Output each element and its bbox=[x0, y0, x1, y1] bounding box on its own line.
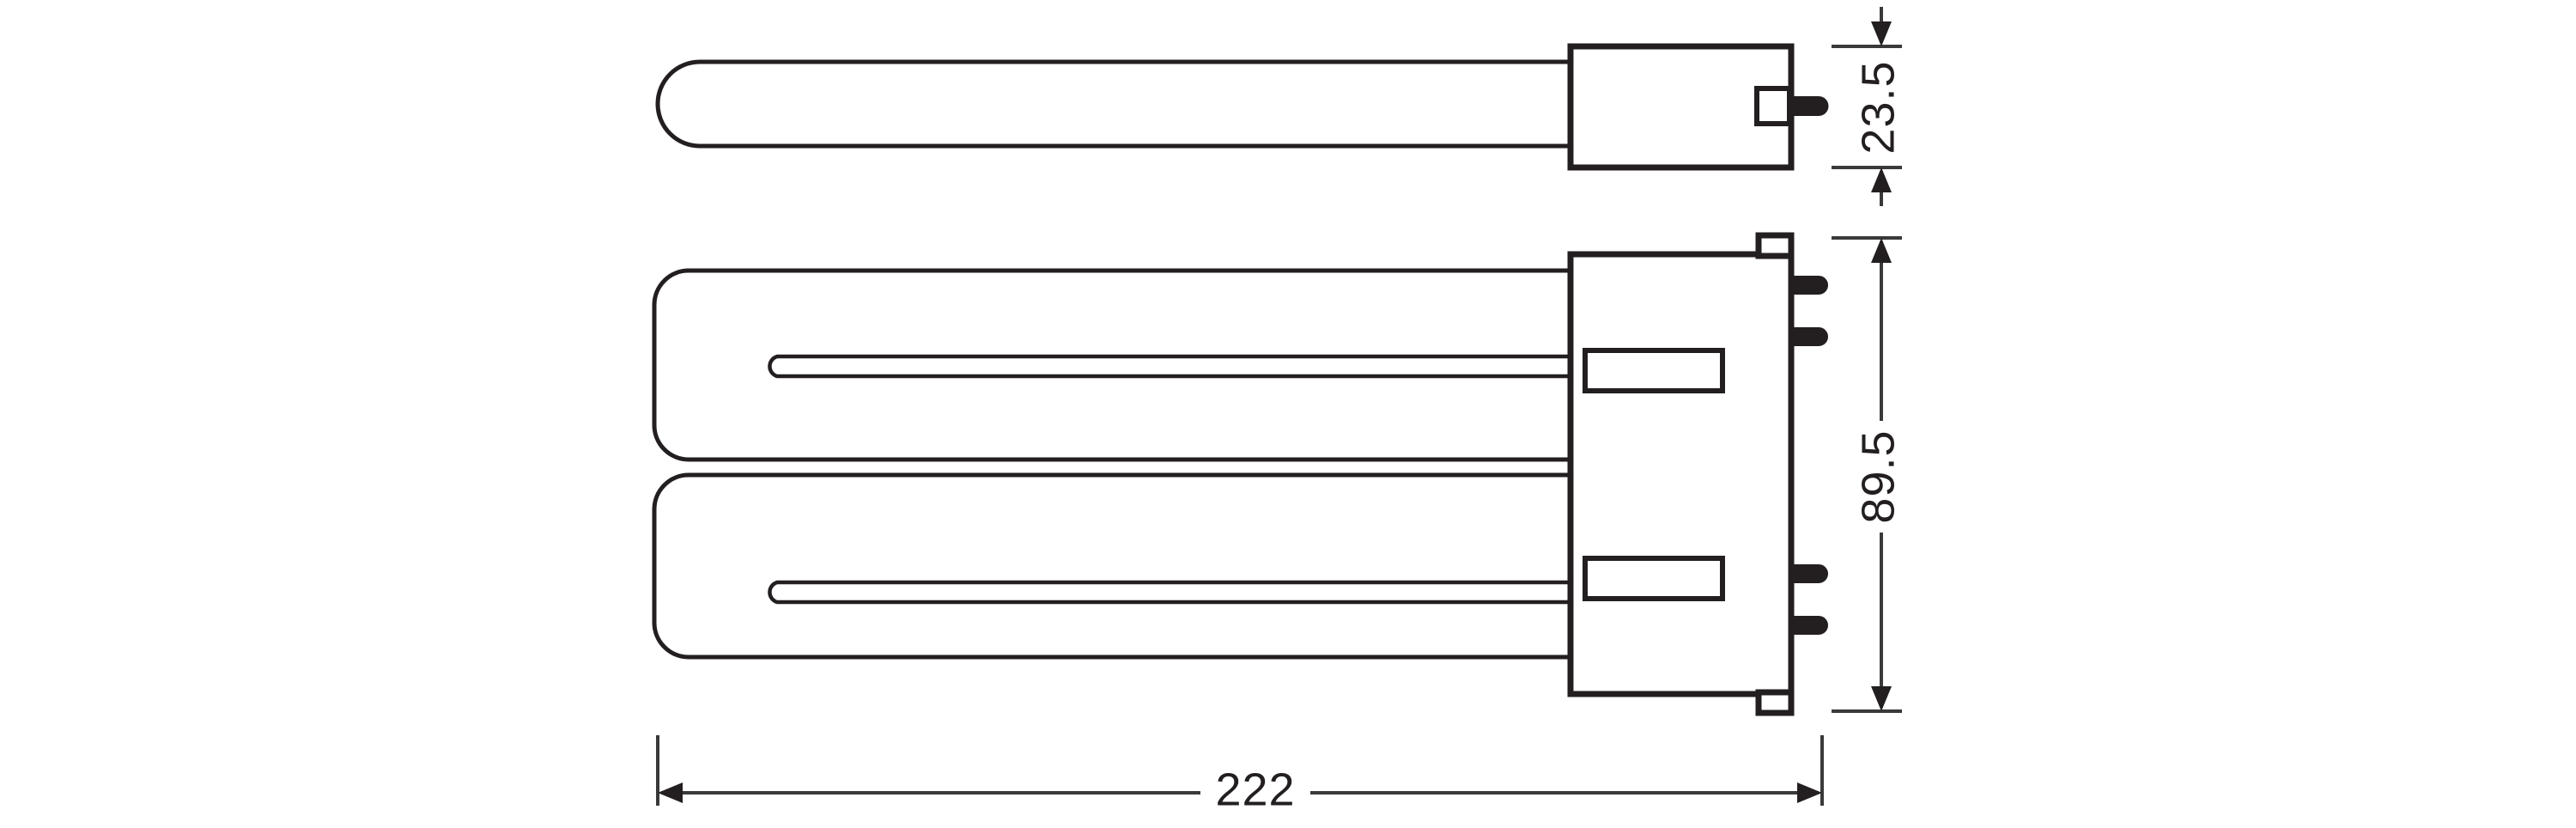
dim-23-5-arrow-bottom bbox=[1871, 167, 1892, 192]
dim-89-5-arrow-top bbox=[1871, 238, 1892, 263]
pin-top-1 bbox=[1789, 96, 1829, 116]
glass-tube-upper-outline bbox=[652, 268, 1576, 462]
mounting-tab-bottom bbox=[1755, 689, 1795, 716]
contact-slot-1 bbox=[1583, 348, 1725, 393]
pin-bottom-2 bbox=[1789, 327, 1828, 346]
dim-222-arrow-left bbox=[658, 782, 683, 803]
bottom-view-group bbox=[652, 232, 1828, 716]
top-view-group bbox=[655, 43, 1829, 171]
pin-bottom-1 bbox=[1789, 276, 1828, 295]
dim-23-5-label: 23.5 bbox=[1852, 60, 1904, 154]
dimension-23-5-group: 23.5 bbox=[1832, 7, 1904, 206]
dimension-222-group: 222 bbox=[656, 735, 1824, 819]
lamp-base-bottom bbox=[1567, 251, 1795, 697]
pin-bottom-3 bbox=[1789, 564, 1828, 583]
glass-tube-lower-outline bbox=[652, 472, 1576, 660]
contact-square-top bbox=[1754, 86, 1792, 126]
mounting-tab-top bbox=[1755, 232, 1795, 259]
glass-tube-upper-divider bbox=[768, 354, 1576, 379]
pin-bottom-4 bbox=[1789, 616, 1828, 635]
contact-slot-2 bbox=[1583, 556, 1725, 601]
dimension-89-5-group: 89.5 bbox=[1832, 236, 1907, 713]
dim-222-label-gap bbox=[1200, 767, 1310, 819]
dim-222-label: 222 bbox=[1215, 764, 1295, 815]
dim-222-arrow-right bbox=[1797, 782, 1822, 803]
dim-89-5-arrow-bottom bbox=[1871, 686, 1892, 711]
dim-89-5-label-gap bbox=[1857, 421, 1907, 533]
dim-23-5-arrow-top bbox=[1871, 21, 1892, 46]
glass-tube-lower-divider-line bbox=[768, 580, 1576, 605]
dim-89-5-label: 89.5 bbox=[1852, 429, 1904, 523]
glass-tube-top-outline bbox=[655, 59, 1576, 149]
